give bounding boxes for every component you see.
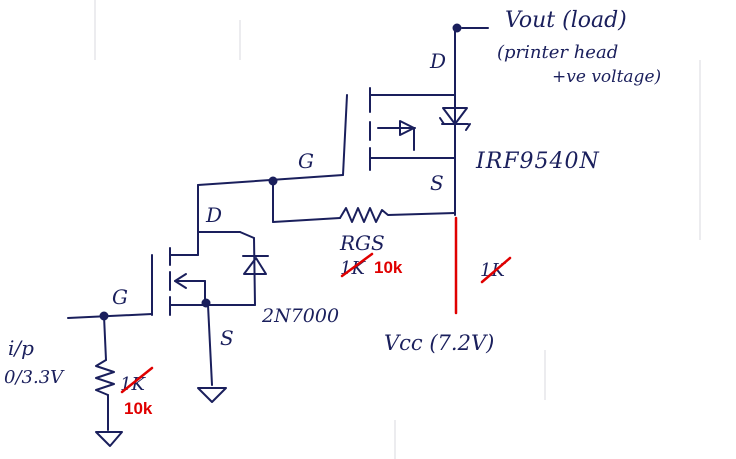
rgs-label: RGS [339, 231, 385, 255]
nmos-drain-label: D [205, 203, 222, 227]
input-range-label: 0/3.3V [4, 367, 65, 388]
pmos-drain-label: D [429, 49, 446, 73]
vout-label: Vout (load) [505, 8, 627, 33]
gate-network [197, 174, 456, 236]
pulldown-new-value: 10k [124, 399, 153, 418]
nmos-part-label: 2N7000 [261, 305, 339, 327]
printer-head-label: (printer head [497, 42, 618, 63]
vcc-label: Vcc (7.2V) [384, 331, 494, 355]
pmos-source-label: S [430, 171, 444, 195]
input-label: i/p [8, 336, 34, 360]
nmos-gate-label: G [112, 285, 128, 309]
paper-bleed-through [94, 0, 701, 459]
positive-voltage-label: +ve voltage) [552, 67, 661, 87]
pmos-part-label: IRF9540N [475, 149, 600, 174]
rgs-new-value: 10k [374, 258, 403, 277]
input-network [67, 311, 153, 447]
nmos-source-label: S [220, 326, 234, 350]
n-mosfet-2n7000 [151, 231, 269, 403]
rgs-strike-mark [340, 252, 374, 278]
pmos-gate-label: G [298, 149, 314, 173]
pulldown-strike-mark [120, 366, 154, 394]
removed-resistor-strike [480, 256, 512, 284]
p-mosfet-irf9540n [342, 23, 489, 216]
